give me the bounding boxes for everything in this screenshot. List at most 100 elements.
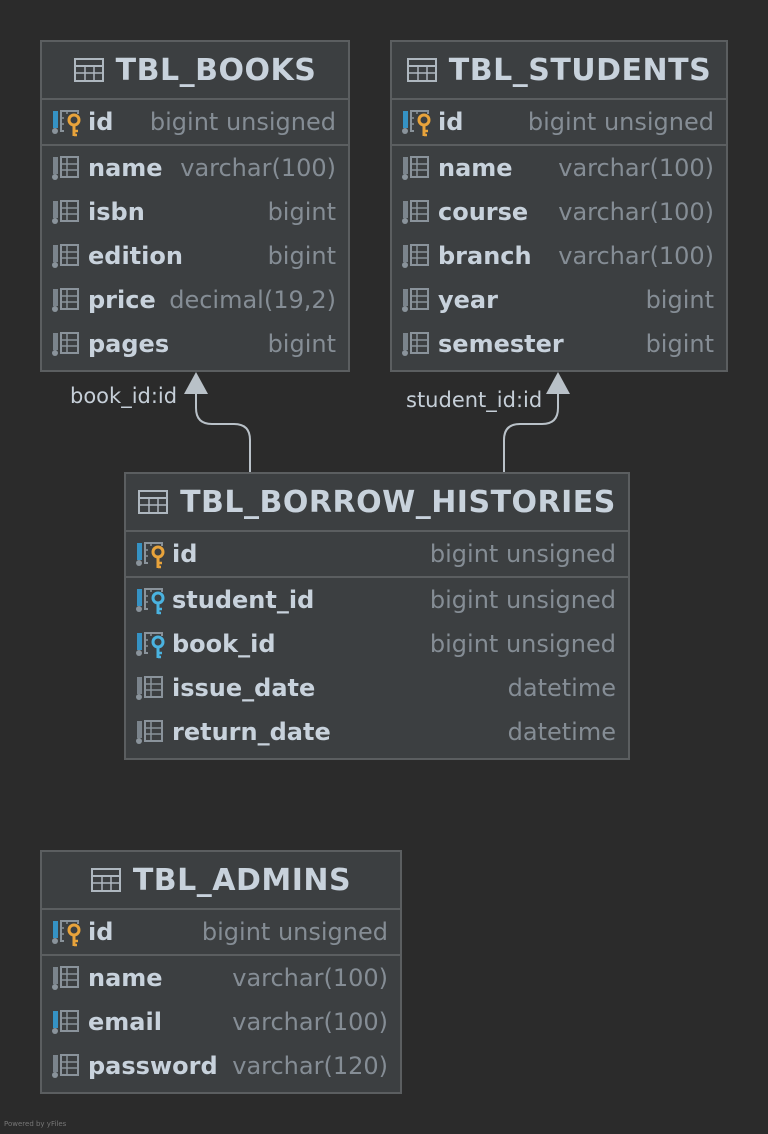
column-row-id[interactable]: id bigint unsigned <box>42 100 348 146</box>
column-name: id <box>88 918 114 946</box>
column-list: id bigint unsigned name varchar(100) course v… <box>392 100 726 366</box>
column-name: isbn <box>88 198 145 226</box>
column-type: bigint unsigned <box>527 108 714 136</box>
column-type: varchar(100) <box>558 198 714 226</box>
column-name: id <box>438 108 464 136</box>
column-icon <box>134 716 172 748</box>
column-row-name[interactable]: name varchar(100) <box>392 146 726 190</box>
foreign-key-column-icon <box>134 628 172 660</box>
arrow-head-book <box>184 372 208 394</box>
column-icon <box>134 672 172 704</box>
column-type: bigint unsigned <box>201 918 388 946</box>
column-type: bigint <box>267 330 336 358</box>
column-type: bigint unsigned <box>429 586 616 614</box>
column-name: price <box>88 286 156 314</box>
column-name: course <box>438 198 529 226</box>
column-type: datetime <box>507 674 616 702</box>
relation-label-student: student_id:id <box>406 388 543 412</box>
column-type: bigint unsigned <box>429 630 616 658</box>
relation-edge-book <box>195 392 251 472</box>
table-title: TBL_ADMINS <box>132 862 352 898</box>
column-type: bigint unsigned <box>149 108 336 136</box>
column-name: name <box>88 154 163 182</box>
column-row-year[interactable]: year bigint <box>392 278 726 322</box>
column-type: varchar(100) <box>232 964 388 992</box>
column-name: id <box>88 108 114 136</box>
column-row-id[interactable]: id bigint unsigned <box>42 910 400 956</box>
column-type: datetime <box>507 718 616 746</box>
column-row-id[interactable]: id bigint unsigned <box>126 532 628 578</box>
column-name: issue_date <box>172 674 316 702</box>
relation-label-book: book_id:id <box>70 384 178 408</box>
table-icon <box>73 58 104 82</box>
column-icon <box>400 196 438 228</box>
footer-credit: Powered by yFiles <box>4 1120 67 1128</box>
table-title: TBL_STUDENTS <box>448 52 712 88</box>
column-name: year <box>438 286 498 314</box>
column-icon <box>50 196 88 228</box>
column-type: bigint <box>645 286 714 314</box>
table-header: TBL_BORROW_HISTORIES <box>126 474 628 532</box>
column-type: varchar(100) <box>558 154 714 182</box>
table-header: TBL_ADMINS <box>42 852 400 910</box>
column-row-price[interactable]: price decimal(19,2) <box>42 278 348 322</box>
column-name: password <box>88 1052 218 1080</box>
column-type: varchar(100) <box>232 1008 388 1036</box>
column-icon <box>50 962 88 994</box>
column-name: pages <box>88 330 170 358</box>
column-icon <box>50 284 88 316</box>
column-icon <box>50 240 88 272</box>
column-type: bigint unsigned <box>429 540 616 568</box>
table-title: TBL_BOOKS <box>115 52 317 88</box>
column-name: name <box>438 154 513 182</box>
column-type: varchar(100) <box>180 154 336 182</box>
column-name: book_id <box>172 630 276 658</box>
arrow-head-student <box>546 372 570 394</box>
column-row-email[interactable]: email varchar(100) <box>42 1000 400 1044</box>
column-icon <box>400 152 438 184</box>
column-icon <box>50 1050 88 1082</box>
column-row-id[interactable]: id bigint unsigned <box>392 100 726 146</box>
column-name: id <box>172 540 198 568</box>
column-name: edition <box>88 242 183 270</box>
column-icon <box>400 284 438 316</box>
column-name: branch <box>438 242 532 270</box>
column-row-book-id[interactable]: book_id bigint unsigned <box>126 622 628 666</box>
column-row-issue-date[interactable]: issue_date datetime <box>126 666 628 710</box>
primary-key-column-icon <box>50 106 88 138</box>
column-name: student_id <box>172 586 315 614</box>
column-type: bigint <box>645 330 714 358</box>
column-name: email <box>88 1008 162 1036</box>
indexed-column-icon <box>50 1006 88 1038</box>
primary-key-column-icon <box>134 538 172 570</box>
column-row-name[interactable]: name varchar(100) <box>42 146 348 190</box>
table-icon <box>138 490 169 514</box>
column-row-student-id[interactable]: student_id bigint unsigned <box>126 578 628 622</box>
column-icon <box>50 328 88 360</box>
column-icon <box>50 152 88 184</box>
table-header: TBL_STUDENTS <box>392 42 726 100</box>
column-row-course[interactable]: course varchar(100) <box>392 190 726 234</box>
column-row-pages[interactable]: pages bigint <box>42 322 348 366</box>
foreign-key-column-icon <box>134 584 172 616</box>
table-students[interactable]: TBL_STUDENTS id bigint unsigned name varcha… <box>390 40 728 372</box>
column-icon <box>400 240 438 272</box>
table-books[interactable]: TBL_BOOKS id bigint unsigned name varchar(1… <box>40 40 350 372</box>
table-icon <box>406 58 437 82</box>
table-title: TBL_BORROW_HISTORIES <box>180 484 616 520</box>
table-header: TBL_BOOKS <box>42 42 348 100</box>
column-icon <box>400 328 438 360</box>
column-type: decimal(19,2) <box>169 286 336 314</box>
